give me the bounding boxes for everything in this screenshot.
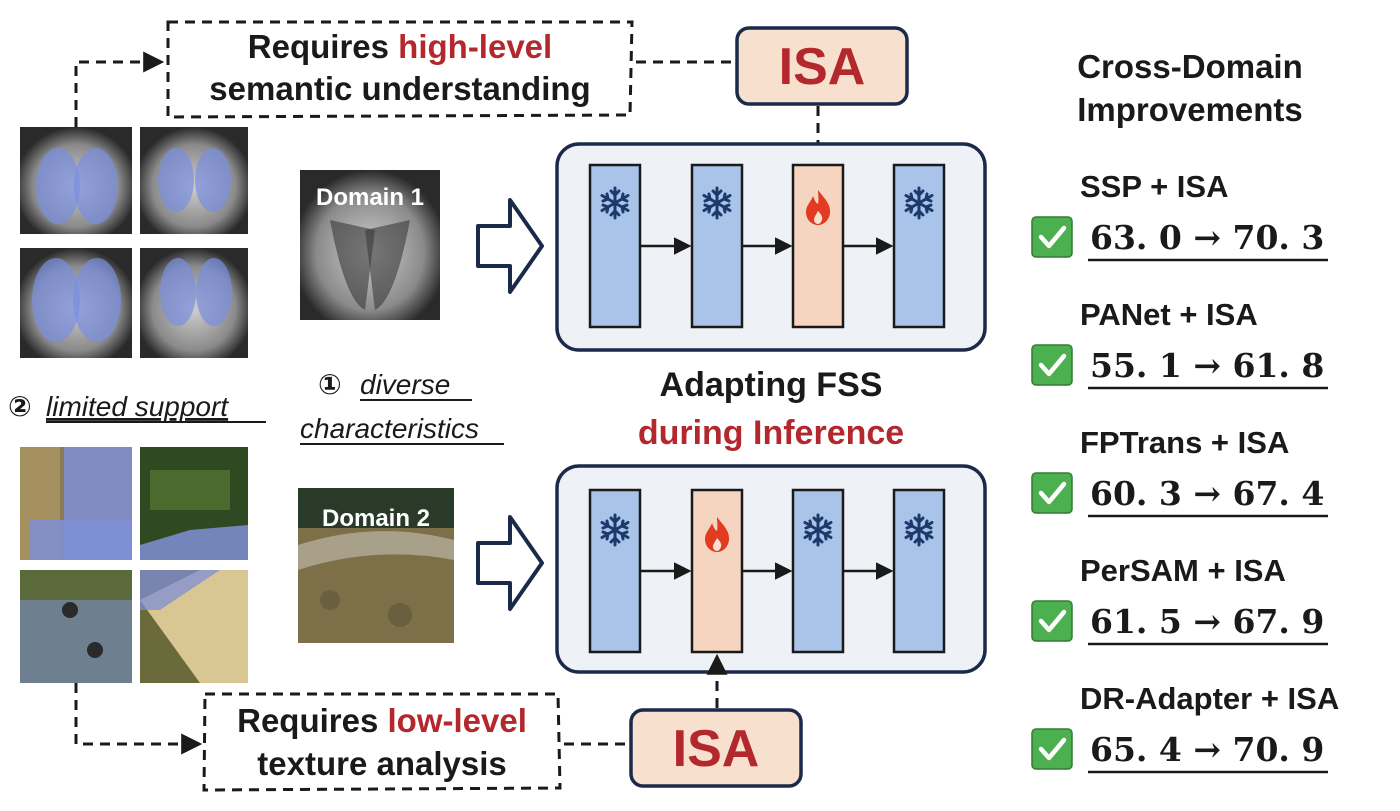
xray-support-2 xyxy=(140,127,248,234)
domain1-label: Domain 1 xyxy=(316,184,424,211)
domain2-label: Domain 2 xyxy=(322,505,430,532)
center-title-line2: during Inference xyxy=(638,414,904,452)
frozen-block xyxy=(588,163,642,329)
isa-label-bottom: ISA xyxy=(673,720,760,778)
top-callout-connector xyxy=(74,51,165,127)
improvement-value: 63. 0 → 70. 3 xyxy=(1090,218,1324,257)
improvement-item: PANet + ISA 55. 1 → 61. 8 xyxy=(1031,297,1328,390)
limited-support-label: limited support xyxy=(46,391,229,422)
xray-support-1 xyxy=(20,127,132,234)
diverse-marker: ① xyxy=(318,369,342,400)
svg-text:Requires low-level: Requires low-level xyxy=(237,702,527,739)
checkmark-tick xyxy=(1038,609,1067,633)
top-callout: Requires high-level semantic understandi… xyxy=(166,20,634,119)
checkmark-icon xyxy=(1031,344,1073,386)
improvement-method: PANet + ISA xyxy=(1080,297,1258,332)
top-callout-line2: semantic understanding xyxy=(209,70,590,107)
checkmark-icon xyxy=(1031,728,1073,770)
bottom-callout: Requires low-level texture analysis xyxy=(202,692,562,792)
bottom-callout-connector xyxy=(74,683,203,755)
checkmark-tick xyxy=(1038,225,1067,249)
satellite-support-3 xyxy=(20,570,132,683)
improvement-value: 60. 3 → 67. 4 xyxy=(1090,474,1324,513)
isa-box-bottom: ISA xyxy=(629,708,803,788)
checkmark-icon xyxy=(1031,472,1073,514)
domain1-image: Domain 1 xyxy=(300,170,440,320)
limited-support-marker: ② xyxy=(8,391,32,422)
isa-label-top: ISA xyxy=(779,38,866,96)
center-title-line1: Adapting FSS xyxy=(660,366,883,404)
checkmark-tick xyxy=(1038,737,1067,761)
checkmark-tick xyxy=(1038,481,1067,505)
xray-support-4 xyxy=(140,248,248,358)
improvement-method: DR-Adapter + ISA xyxy=(1080,681,1339,716)
satellite-support-2 xyxy=(140,447,248,560)
improvement-method: SSP + ISA xyxy=(1080,169,1228,204)
satellite-support-4 xyxy=(140,570,248,683)
tuned-block xyxy=(791,163,845,329)
improvement-item: DR-Adapter + ISA 65. 4 → 70. 9 xyxy=(1031,681,1339,774)
satellite-support-1 xyxy=(20,447,132,560)
improvement-value: 61. 5 → 67. 9 xyxy=(1090,602,1324,641)
hollow-arrow-icon xyxy=(476,198,544,294)
improvement-item: FPTrans + ISA 60. 3 → 67. 4 xyxy=(1031,425,1328,518)
improvement-item: PerSAM + ISA 61. 5 → 67. 9 xyxy=(1031,553,1328,646)
improvement-method: PerSAM + ISA xyxy=(1080,553,1286,588)
isa-box-top: ISA xyxy=(735,26,909,106)
satellite-support-images xyxy=(20,447,248,683)
diverse-label-line2: characteristics xyxy=(300,413,479,444)
improvements-title-line2: Improvements xyxy=(1077,91,1303,128)
improvement-method: FPTrans + ISA xyxy=(1080,425,1289,460)
checkmark-tick xyxy=(1038,353,1067,377)
improvements-title-line1: Cross-Domain xyxy=(1077,48,1303,85)
diverse-label-line1: diverse xyxy=(360,369,450,400)
checkmark-icon xyxy=(1031,216,1073,258)
bottom-callout-prefix: Requires xyxy=(237,702,387,739)
model-panel-bottom xyxy=(555,464,987,674)
improvement-value: 65. 4 → 70. 9 xyxy=(1090,730,1324,769)
bottom-callout-highlight: low-level xyxy=(388,702,527,739)
improvement-value: 55. 1 → 61. 8 xyxy=(1090,346,1324,385)
tuned-block xyxy=(690,488,744,654)
top-callout-highlight: high-level xyxy=(398,28,552,65)
hollow-arrow-icon xyxy=(476,515,544,611)
domain2-image: Domain 2 xyxy=(298,488,454,643)
improvements-list: SSP + ISA 63. 0 → 70. 3 PANet + ISA 55. 1 →… xyxy=(1031,169,1339,774)
top-callout-prefix: Requires xyxy=(248,28,398,65)
svg-text:Requires high-level: Requires high-level xyxy=(248,28,552,65)
xray-support-images xyxy=(20,127,248,358)
model-panel-top xyxy=(555,142,987,352)
bottom-callout-line2: texture analysis xyxy=(257,745,506,782)
xray-support-3 xyxy=(20,248,132,358)
checkmark-icon xyxy=(1031,600,1073,642)
improvement-item: SSP + ISA 63. 0 → 70. 3 xyxy=(1031,169,1328,262)
